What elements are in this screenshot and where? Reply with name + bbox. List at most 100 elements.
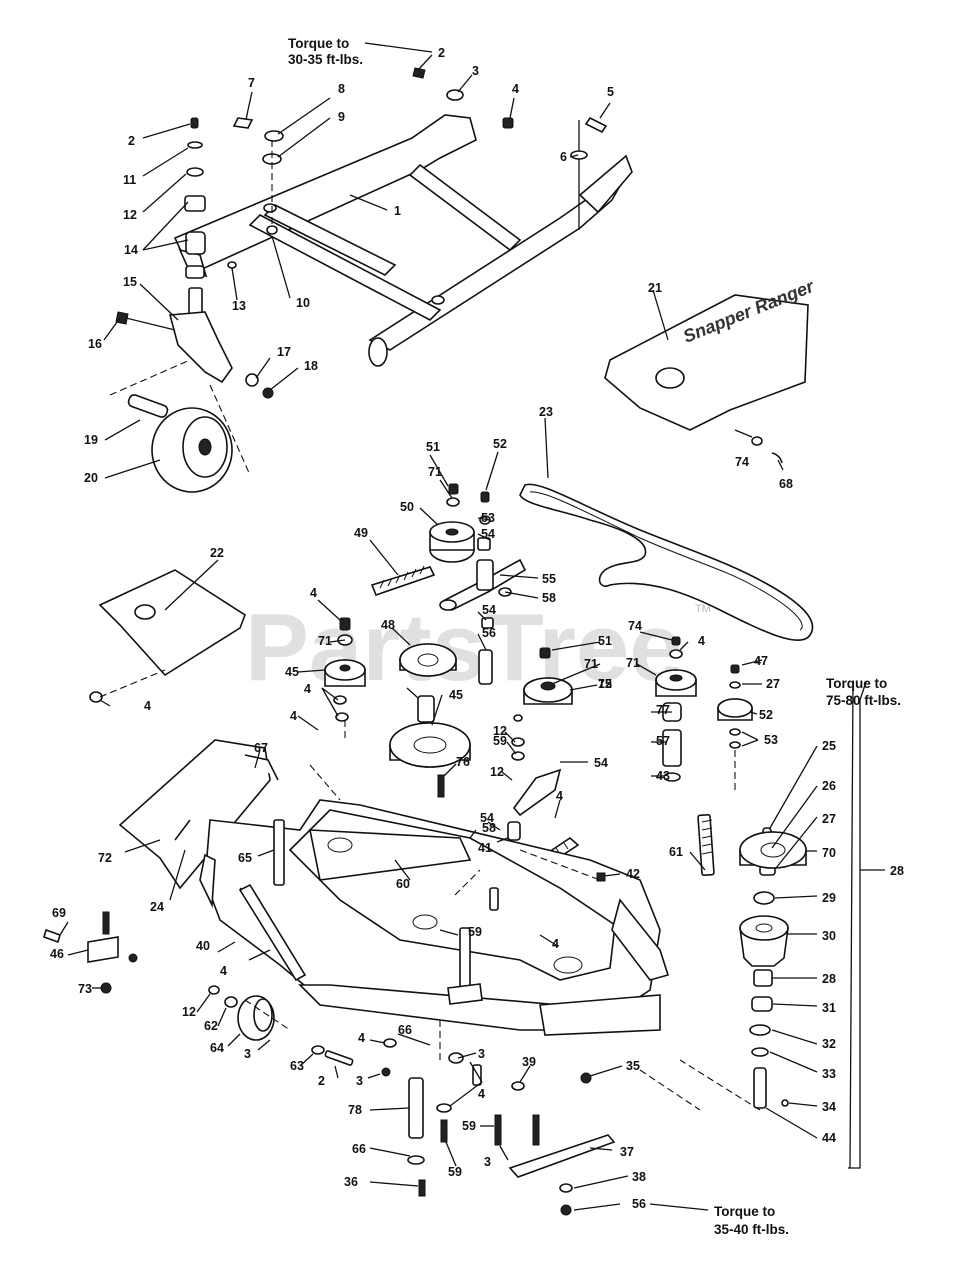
mower-deck: [199, 764, 715, 1036]
callout-40: 40: [196, 939, 210, 953]
callout-65: 65: [238, 851, 252, 865]
callout-12: 12: [123, 208, 137, 222]
callout-33: 33: [822, 1067, 836, 1081]
callout-24: 24: [150, 900, 164, 914]
callout-71: 71: [318, 634, 332, 648]
callout-32: 32: [822, 1037, 836, 1051]
callout-18: 18: [304, 359, 318, 373]
callout-3: 3: [244, 1047, 251, 1061]
callout-58: 58: [542, 591, 556, 605]
callout-44: 44: [822, 1131, 836, 1145]
callout-12: 12: [182, 1005, 196, 1019]
callout-4: 4: [478, 1087, 485, 1101]
callout-4: 4: [310, 586, 317, 600]
callout-9: 9: [338, 110, 345, 124]
callout-11: 11: [123, 173, 136, 187]
callout-69: 69: [52, 906, 66, 920]
callout-71: 71: [626, 656, 640, 670]
caster-bearing-stack: [115, 117, 274, 399]
watermark-tm: TM: [695, 603, 711, 615]
callout-4: 4: [556, 789, 563, 803]
callout-28: 28: [822, 972, 836, 986]
callout-75: 75: [598, 677, 612, 691]
left-pulley-stack: [324, 617, 471, 798]
callout-54: 54: [482, 603, 496, 617]
callout-27: 27: [766, 677, 780, 691]
deck-hood: Snapper Ranger: [604, 276, 818, 464]
callout-54: 54: [481, 527, 495, 541]
callout-57: 57: [656, 734, 670, 748]
callout-4: 4: [552, 937, 559, 951]
callout-2: 2: [438, 46, 445, 60]
callout-72: 72: [98, 851, 112, 865]
callout-34: 34: [822, 1100, 836, 1114]
torque-note-2-line2: 75-80 ft-lbs.: [826, 693, 901, 708]
callout-53: 53: [764, 733, 778, 747]
callout-73: 73: [78, 982, 92, 996]
callout-2: 2: [318, 1074, 325, 1088]
callout-56: 56: [482, 626, 496, 640]
callout-35: 35: [626, 1059, 640, 1073]
callout-3: 3: [356, 1074, 363, 1088]
callout-4: 4: [512, 82, 519, 96]
callout-27: 27: [822, 812, 836, 826]
callout-64: 64: [210, 1041, 224, 1055]
callout-1: 1: [394, 204, 401, 218]
callout-4: 4: [290, 709, 297, 723]
torque-note-3-line2: 35-40 ft-lbs.: [714, 1222, 789, 1237]
left-deck-hardware: [43, 911, 354, 1066]
torque-note-2-line1: Torque to: [826, 676, 887, 691]
callout-37: 37: [620, 1145, 634, 1159]
callout-54: 54: [594, 756, 608, 770]
callout-45: 45: [449, 688, 463, 702]
callout-67: 67: [254, 741, 268, 755]
callout-71: 71: [584, 657, 598, 671]
callout-53: 53: [481, 511, 495, 525]
callout-20: 20: [84, 471, 98, 485]
callout-71: 71: [428, 465, 442, 479]
callout-43: 43: [656, 769, 670, 783]
callout-42: 42: [626, 867, 640, 881]
callout-21: 21: [648, 281, 662, 295]
callout-47: 47: [754, 654, 768, 668]
callout-51: 51: [598, 634, 612, 648]
callout-51: 51: [426, 440, 440, 454]
callout-12: 12: [493, 724, 507, 738]
callout-3: 3: [484, 1155, 491, 1169]
callout-66: 66: [352, 1142, 366, 1156]
callout-59: 59: [468, 925, 482, 939]
callout-52: 52: [493, 437, 507, 451]
callout-46: 46: [50, 947, 64, 961]
torque-note-1-line1: Torque to: [288, 36, 349, 51]
callout-45: 45: [285, 665, 299, 679]
leader-lines: [59, 42, 885, 1211]
callout-56: 56: [632, 1197, 646, 1211]
callout-39: 39: [522, 1055, 536, 1069]
spindle-assembly: [639, 827, 807, 1111]
callout-52: 52: [759, 708, 773, 722]
callout-59: 59: [462, 1119, 476, 1133]
callout-66: 66: [398, 1023, 412, 1037]
callout-4: 4: [304, 682, 311, 696]
callout-63: 63: [290, 1059, 304, 1073]
callout-19: 19: [84, 433, 98, 447]
torque-note-1-line2: 30-35 ft-lbs.: [288, 52, 363, 67]
callout-4: 4: [144, 699, 151, 713]
callout-76: 76: [456, 755, 470, 769]
discharge-deflector: [118, 739, 279, 890]
lower-spindles: [381, 1020, 616, 1216]
callout-26: 26: [822, 779, 836, 793]
callout-17: 17: [277, 345, 291, 359]
callout-4: 4: [358, 1031, 365, 1045]
callout-10: 10: [296, 296, 310, 310]
callout-62: 62: [204, 1019, 218, 1033]
callout-61: 61: [669, 845, 683, 859]
callout-3: 3: [472, 64, 479, 78]
callout-78: 78: [348, 1103, 362, 1117]
callout-28: 28: [890, 864, 904, 878]
callout-31: 31: [822, 1001, 836, 1015]
callout-3: 3: [478, 1047, 485, 1061]
callout-38: 38: [632, 1170, 646, 1184]
callout-36: 36: [344, 1175, 358, 1189]
